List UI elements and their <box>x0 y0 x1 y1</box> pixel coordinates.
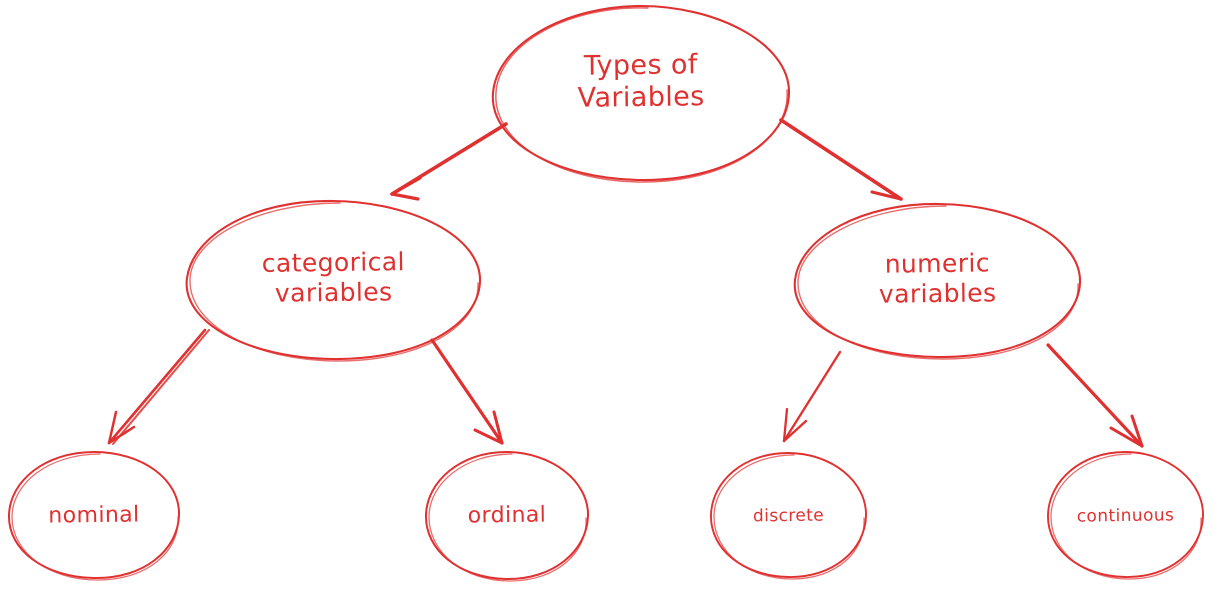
edge-categorical-to-nominal[interactable] <box>107 328 211 446</box>
node-shape-discrete[interactable] <box>710 452 867 580</box>
edge-root-to-numeric[interactable] <box>779 118 903 201</box>
node-shape-root[interactable] <box>491 4 791 183</box>
edge-numeric-to-continuous[interactable] <box>1046 343 1144 448</box>
edge-categorical-to-ordinal[interactable] <box>430 338 504 445</box>
edge-numeric-to-discrete[interactable] <box>782 350 842 443</box>
node-shape-categorical[interactable] <box>185 199 482 362</box>
edge-root-to-categorical[interactable] <box>390 122 508 201</box>
node-shape-numeric[interactable] <box>793 202 1082 360</box>
node-shape-continuous[interactable] <box>1047 451 1204 580</box>
node-shape-ordinal[interactable] <box>424 451 590 582</box>
node-shape-nominal[interactable] <box>7 451 181 581</box>
